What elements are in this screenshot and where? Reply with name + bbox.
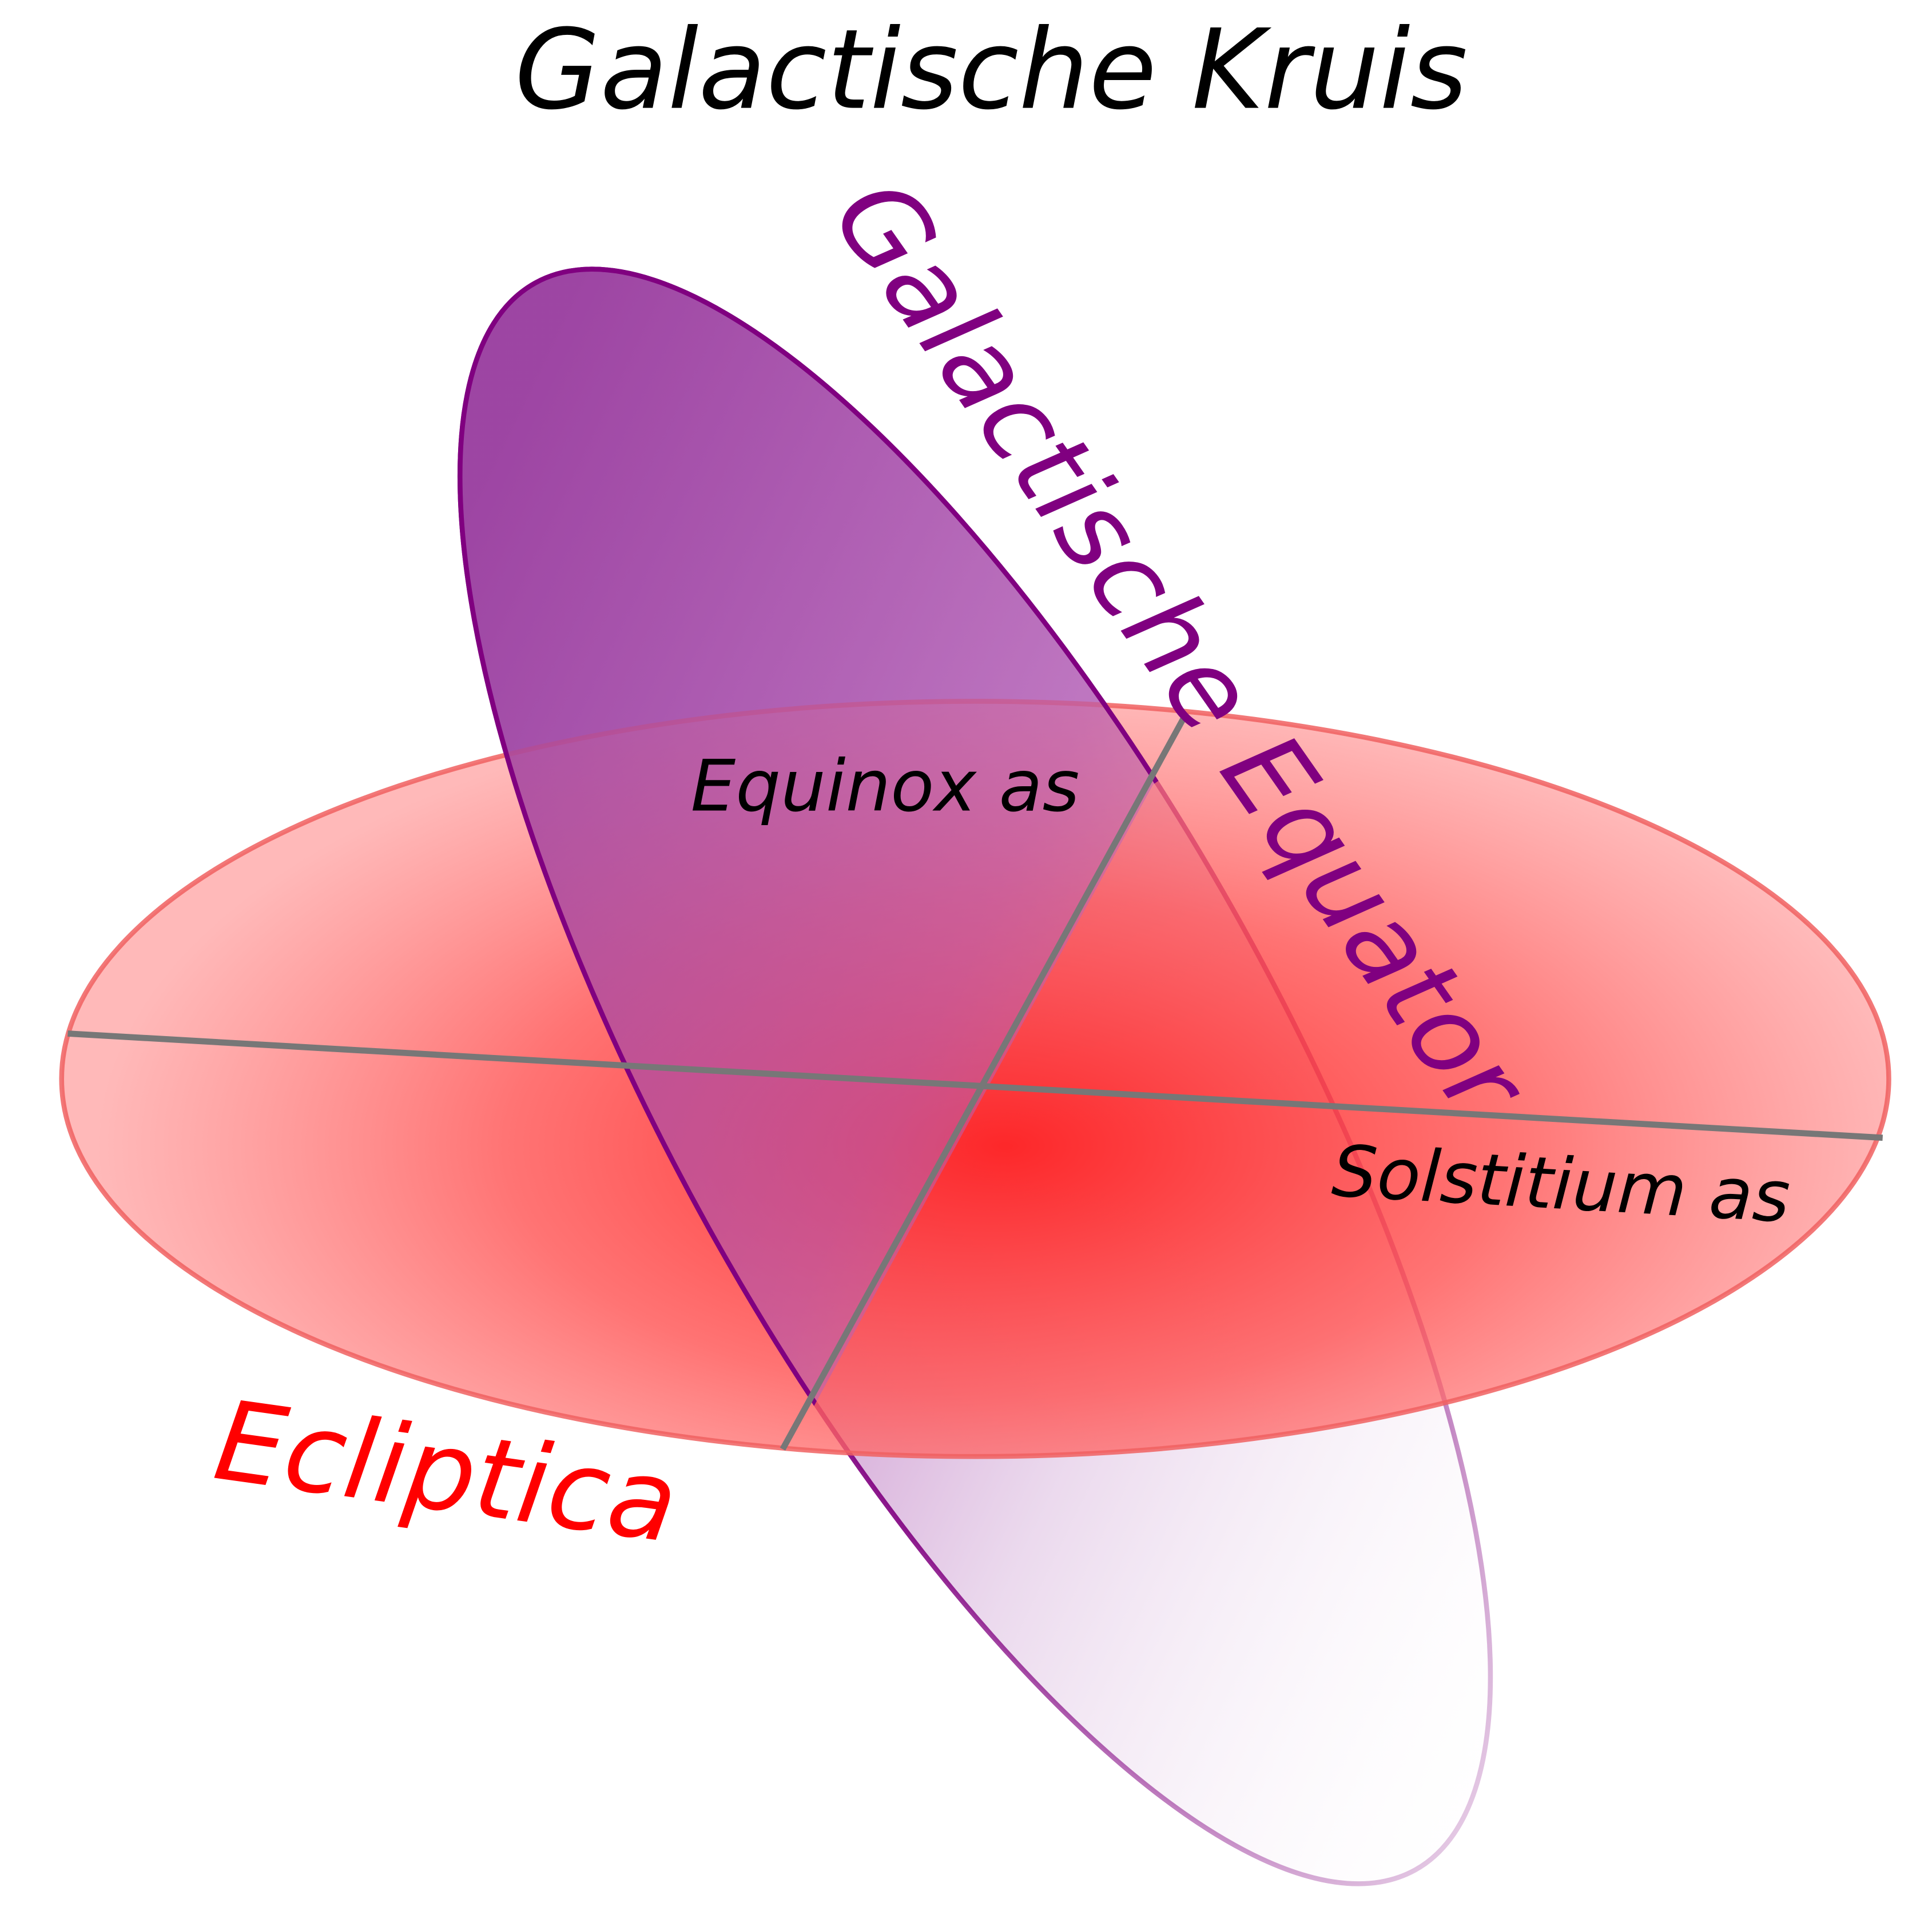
equinox-axis-line <box>780 712 1189 1451</box>
diagram-title: Galactische Kruis <box>515 6 1468 134</box>
equinox-axis-label: Equinox as <box>691 745 1080 827</box>
solstice-axis-line <box>67 1030 1883 1141</box>
